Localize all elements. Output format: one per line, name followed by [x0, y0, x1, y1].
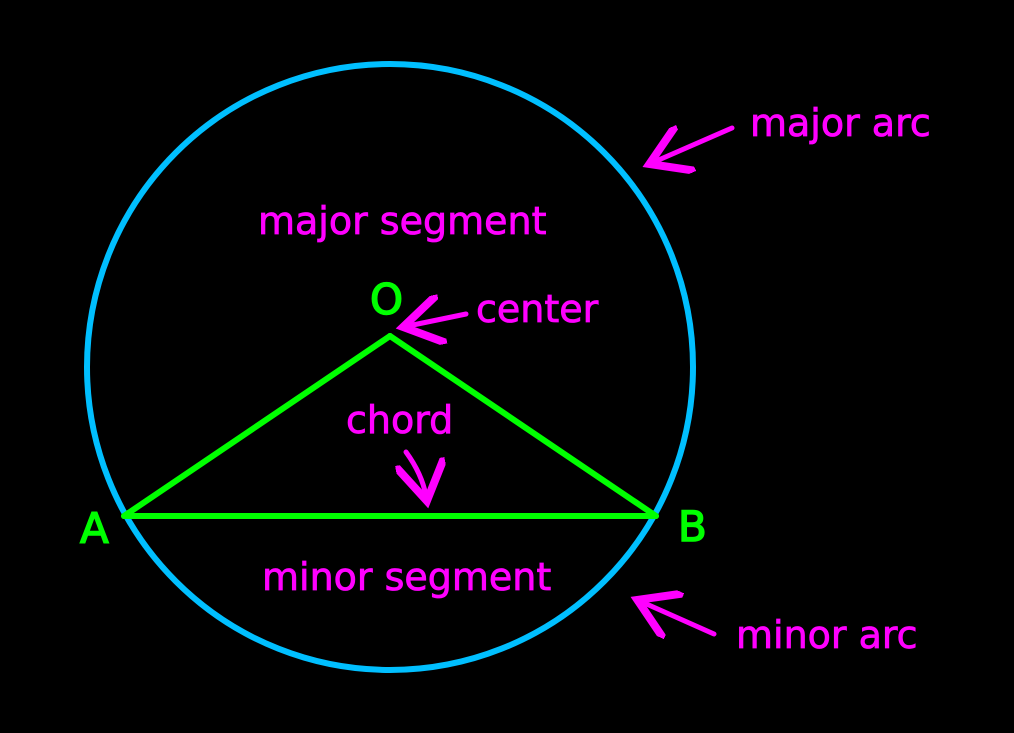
arrow-major-arc	[654, 128, 735, 162]
label-minor-segment: minor segment	[262, 555, 551, 599]
label-major-arc: major arc	[750, 101, 931, 145]
label-major-segment: major segment	[258, 199, 547, 243]
point-label-b: B	[678, 502, 707, 551]
arrow-center	[408, 314, 469, 326]
label-chord: chord	[346, 398, 453, 442]
point-label-a: A	[80, 504, 109, 553]
label-center: center	[476, 287, 599, 331]
radius-ob	[387, 333, 659, 519]
arrow-minor-arc	[642, 602, 717, 634]
radius-oa	[121, 333, 393, 519]
arrow-chord	[406, 449, 426, 496]
label-minor-arc: minor arc	[736, 613, 918, 657]
circle	[84, 61, 696, 673]
point-label-o: O	[370, 275, 403, 324]
